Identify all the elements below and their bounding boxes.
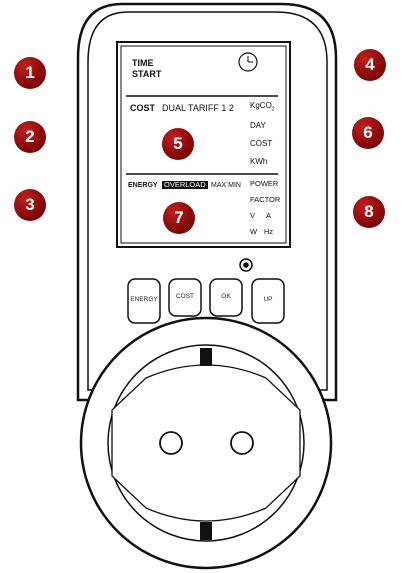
energy-label: ENERGY <box>128 182 158 189</box>
start-label: START <box>132 69 162 79</box>
overload-label: OVERLOAD <box>162 180 208 189</box>
amp-label: A <box>266 211 272 220</box>
kwh-label: KWh <box>250 157 268 166</box>
callout-badge-2: 2 <box>14 121 46 153</box>
callout-badge-5: 5 <box>162 128 194 160</box>
dual-tariff-label: DUAL TARIFF 1 2 <box>162 103 234 113</box>
socket-recess <box>111 364 301 522</box>
factor-label: FACTOR <box>250 195 281 204</box>
volt-label: V <box>250 211 256 220</box>
callout-badge-1: 1 <box>14 57 46 89</box>
callout-badge-3: 3 <box>14 189 46 221</box>
energy-button-shape <box>127 278 161 324</box>
callout-badge-6: 6 <box>352 117 384 149</box>
pin-hole-left <box>159 431 183 455</box>
cost-label: COST <box>130 103 156 113</box>
up-button-shape <box>251 278 285 324</box>
day-label: DAY <box>250 121 266 130</box>
ground-clip-bottom <box>200 522 212 540</box>
housing-inner-edge <box>87 11 328 391</box>
up-button[interactable]: UP <box>263 296 273 303</box>
time-label: TIME <box>132 58 154 68</box>
cost-button[interactable]: COST <box>175 293 195 300</box>
ok-button[interactable]: OK <box>221 293 231 300</box>
callout-badge-4: 4 <box>354 49 386 81</box>
cost-unit-label: COST <box>250 139 273 148</box>
energy-button[interactable]: ENERGY <box>130 296 158 303</box>
indicator-led <box>239 258 253 272</box>
watt-label: W <box>250 227 258 236</box>
cost-button-shape <box>168 278 202 317</box>
ok-button-shape <box>209 278 243 317</box>
maxmin-label: MAX MIN <box>211 182 241 189</box>
power-label: POWER <box>250 179 279 188</box>
hz-label: Hz <box>264 227 274 236</box>
clock-icon <box>238 52 258 72</box>
callout-badge-8: 8 <box>353 196 385 228</box>
pin-hole-right <box>230 431 254 455</box>
kgco2-label: KgCO2 <box>250 101 275 113</box>
ground-clip-top <box>200 348 212 366</box>
callout-badge-7: 7 <box>163 202 195 234</box>
display-screen-inner <box>120 45 287 244</box>
